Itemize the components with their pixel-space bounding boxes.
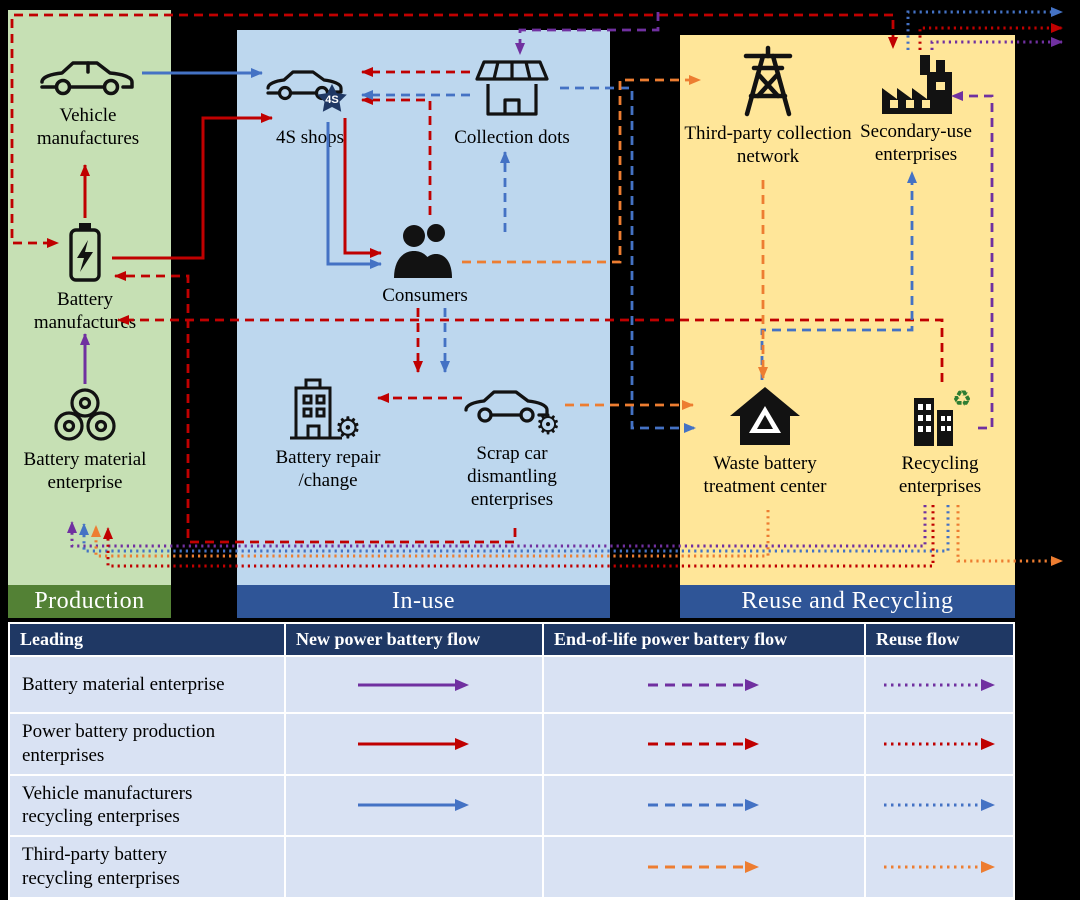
node-vehicle-manufactures: Vehicle manufactures [13,50,163,150]
legend-arrow-dashed [648,860,759,873]
legend-new-flow-arrow [286,714,544,776]
legend-row: Battery material enterprise [10,657,1013,714]
legend-eol-flow-arrow [544,775,866,837]
node-consumers: Consumers [355,220,495,307]
material-rolls-icon [54,388,116,441]
legend-eol-flow-arrow [544,657,866,714]
legend-header-new-flow: New power battery flow [286,624,544,657]
node-label: Battery material enterprise [23,449,147,494]
legend-header-leading: Leading [10,624,286,657]
node-battery-manufactures: Battery manufactures [10,220,160,334]
storefront-icon [475,60,549,116]
scrap-car-gear-icon: ⚙ [464,390,561,438]
node-battery-repair-change: ⚙ Battery repair /change [258,376,398,492]
legend-arrow-dotted [883,799,995,812]
4s-badge-text: 4S [325,94,338,106]
legend-arrow-dashed [648,678,759,691]
node-label: Scrap car dismantling enterprises [467,443,557,511]
node-label: Secondary-use enterprises [860,121,972,166]
legend-arrow-solid [358,678,469,691]
node-label: Collection dots [454,127,570,148]
legend-header-row: Leading New power battery flow End-of-li… [10,624,1013,657]
node-label: Third-party collection network [684,123,852,168]
legend-row: Power battery production enterprises [10,714,1013,776]
legend-arrow-dotted [883,860,995,873]
legend-row-label: Power battery production enterprises [10,714,286,776]
node-waste-battery-treatment-center: Waste battery treatment center [679,384,851,498]
node-secondary-use-enterprises: Secondary-use enterprises [840,52,992,166]
legend-eol-flow-arrow [544,837,866,899]
gear-icon: ⚙ [335,411,362,442]
section-bar-reuse-recycling: Reuse and Recycling [680,585,1015,618]
legend-header-reuse-flow: Reuse flow [866,624,1013,657]
legend-new-flow-arrow [286,657,544,714]
legend-row-label: Battery material enterprise [10,657,286,714]
node-scrap-car-dismantling: ⚙ Scrap car dismantling enterprises [437,376,587,512]
node-label: Vehicle manufactures [36,105,140,150]
factory-icon [882,55,952,114]
node-label: Recycling enterprises [898,453,982,498]
legend-arrow-dotted [883,678,995,691]
legend-new-flow-arrow [286,775,544,837]
legend-row-label: Third-party battery recycling enterprise… [10,837,286,899]
node-4s-shops: 4S 4S shops [250,58,370,149]
node-label: Battery repair /change [275,447,381,492]
repair-building-gear-icon: ⚙ [290,378,362,442]
legend-reuse-flow-arrow [866,775,1013,837]
section-bar-production: Production [8,585,171,618]
4s-shop-car-star-icon: 4S [266,70,347,112]
battery-icon [69,223,101,282]
section-bar-in-use: In-use [237,585,610,618]
legend-arrow-dashed [648,799,759,812]
recycling-building-icon: ♻ [914,387,972,446]
legend-row-label: Vehicle manufacturers recycling enterpri… [10,775,286,837]
legend-arrow-solid [358,799,469,812]
node-label: Battery manufactures [33,289,137,334]
people-icon [394,224,452,278]
transmission-tower-icon [743,45,793,117]
node-label: Waste battery treatment center [703,453,827,498]
legend-table: Leading New power battery flow End-of-li… [8,622,1015,900]
legend-reuse-flow-arrow [866,837,1013,899]
recycle-symbol-icon: ♻ [952,387,972,412]
legend-arrow-dashed [648,737,759,750]
legend-arrow-solid [358,737,469,750]
legend-arrow-dotted [883,737,995,750]
gear-icon: ⚙ [535,408,560,438]
legend-reuse-flow-arrow [866,714,1013,776]
node-battery-material-enterprise: Battery material enterprise [5,386,165,494]
legend-row: Vehicle manufacturers recycling enterpri… [10,775,1013,837]
house-drive-icon [730,387,800,445]
legend-eol-flow-arrow [544,714,866,776]
node-label: Consumers [382,285,468,306]
node-recycling-enterprises: ♻ Recycling enterprises [874,384,1006,498]
car-icon [40,61,134,96]
legend-reuse-flow-arrow [866,657,1013,714]
legend-new-flow-arrow [286,837,544,899]
node-label: 4S shops [275,127,345,148]
legend-row: Third-party battery recycling enterprise… [10,837,1013,899]
node-third-party-collection-network: Third-party collection network [682,44,854,168]
node-collection-dots: Collection dots [432,56,592,149]
legend-header-eol-flow: End-of-life power battery flow [544,624,866,657]
